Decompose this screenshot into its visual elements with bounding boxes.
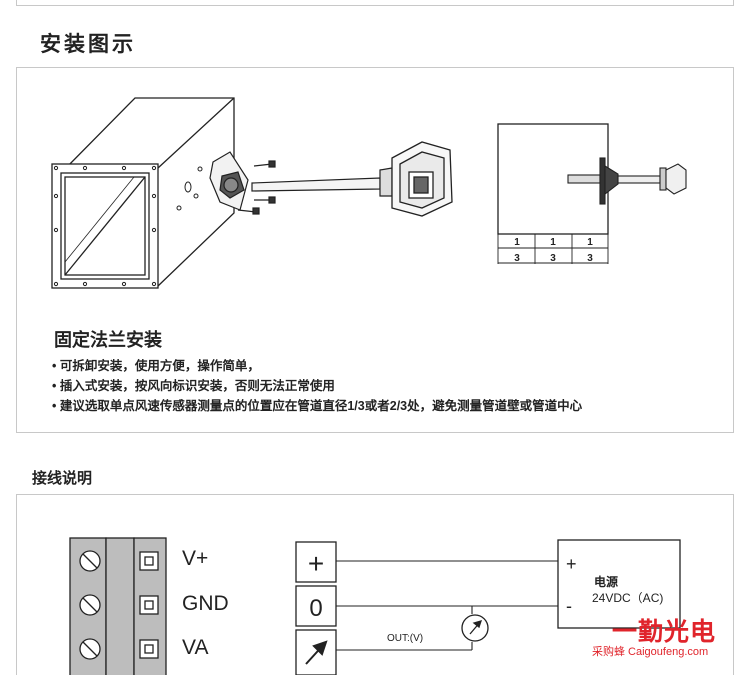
terminal-screw-icon xyxy=(79,594,101,616)
plus-symbol: + xyxy=(308,548,324,579)
previous-section-frame xyxy=(16,0,734,6)
terminal-label-va: VA xyxy=(182,636,209,659)
psu-plus: + xyxy=(566,554,577,574)
wiring-heading: 接线说明 xyxy=(32,470,93,487)
installation-panel xyxy=(16,67,734,433)
wiring-panel xyxy=(16,494,734,675)
psu-voltage: 24VDC（AC) xyxy=(592,591,664,605)
voltmeter-icon xyxy=(461,614,489,642)
terminal-label-gnd: GND xyxy=(182,592,229,615)
psu-minus: - xyxy=(566,596,572,616)
output-arrow-icon xyxy=(305,640,328,665)
watermark-site: 采购蜂 Caigoufeng.com xyxy=(592,646,709,658)
duct-installation-drawing xyxy=(51,97,453,289)
install-notes: 可拆卸安装，使用方便，操作简单， 插入式安装，按风向标识安装，否则无法正常使用 … xyxy=(52,356,582,416)
dimension-top-3: 1 xyxy=(587,237,593,248)
terminal-screw-icon xyxy=(79,638,101,660)
output-label: OUT:(V) xyxy=(387,633,424,644)
flange-mount-title: 固定法兰安装 xyxy=(54,330,162,350)
dimension-top-2: 1 xyxy=(550,237,556,248)
dimension-bottom-3: 3 xyxy=(587,253,593,264)
terminal-screw-icon xyxy=(79,550,101,572)
dimension-bottom-1: 3 xyxy=(514,253,520,264)
wiring-diagram: + 0 + - xyxy=(69,537,681,675)
insertion-depth-drawing: 1 1 1 3 3 3 xyxy=(497,123,687,264)
zero-symbol: 0 xyxy=(309,595,322,622)
watermark-brand: 一勤光电 xyxy=(612,618,717,646)
psu-title: 电源 xyxy=(594,575,619,589)
install-note: 可拆卸安装，使用方便，操作简单， xyxy=(52,356,582,376)
terminal-label-vplus: V+ xyxy=(182,547,209,570)
install-note: 建议选取单点风速传感器测量点的位置应在管道直径1/3或者2/3处，避免测量管道壁… xyxy=(52,396,582,416)
install-note: 插入式安装，按风向标识安装，否则无法正常使用 xyxy=(52,376,582,396)
installation-heading: 安装图示 xyxy=(40,33,136,56)
dimension-top-1: 1 xyxy=(514,237,520,248)
dimension-bottom-2: 3 xyxy=(550,253,556,264)
